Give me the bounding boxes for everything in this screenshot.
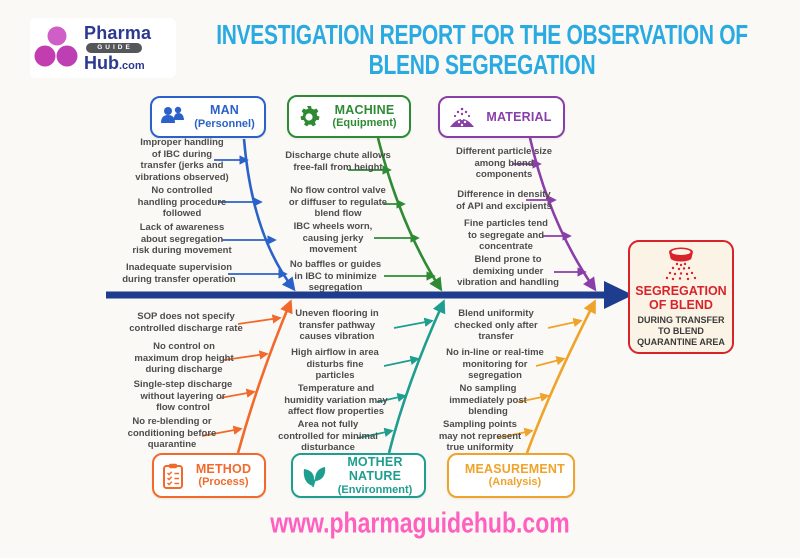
clipboard-icon	[163, 463, 183, 489]
category-name: MAN	[209, 103, 240, 118]
logo-guide-badge: GUIDE	[86, 43, 142, 53]
category-box-machine: MACHINE(Equipment)	[287, 95, 411, 138]
category-sub: (Personnel)	[194, 117, 255, 130]
method-branch-line	[236, 299, 293, 454]
effect-title: SEGREGATION OF BLEND	[635, 284, 727, 312]
category-box-method: METHOD(Process)	[152, 453, 266, 498]
cause-text: Inadequate supervision during transfer o…	[122, 262, 236, 285]
people-icon	[161, 106, 184, 123]
cause-text: Different particle size among blend comp…	[455, 146, 553, 180]
cause-text: Temperature and humidity variation may a…	[284, 383, 388, 417]
measurement-cause-arrows	[496, 317, 583, 439]
category-name: MACHINE	[334, 102, 395, 117]
cause-text: Single-step discharge without layering o…	[133, 379, 233, 413]
logo-pharma-text: Pharma	[84, 23, 152, 44]
category-sub: (Environment)	[337, 483, 413, 496]
cause-text: No baffles or guides in IBC to minimize …	[289, 259, 382, 293]
logo-hub-text: Hub.com	[84, 52, 145, 73]
category-name: MEASUREMENT	[464, 461, 565, 476]
effect-box-segregation: SEGREGATION OF BLEND DURING TRANSFER TO …	[628, 240, 734, 354]
cause-text: No in-line or real-time monitoring for s…	[446, 347, 544, 381]
cause-text: IBC wheels worn, causing jerky movement	[293, 221, 373, 255]
cause-text: High airflow in area disturbs fine parti…	[291, 347, 379, 381]
gauge-icon	[457, 475, 458, 476]
spine-arrow	[106, 281, 633, 309]
gear-icon	[300, 105, 320, 126]
cause-text: No control on maximum drop height during…	[134, 341, 234, 375]
cause-text: No sampling immediately post blending	[449, 383, 527, 417]
nature-cause-arrows	[357, 317, 434, 439]
page-title: INVESTIGATION REPORT FOR THE OBSERVATION…	[168, 20, 796, 81]
effect-subtitle: DURING TRANSFER TO BLEND QUARANTINE AREA	[637, 315, 725, 347]
measurement-branch-line	[525, 299, 596, 454]
category-name: MOTHER NATURE	[347, 454, 403, 484]
cause-text: No re-blending or conditioning before qu…	[127, 416, 217, 450]
machine-cause-arrows	[348, 165, 436, 281]
title-line-1: INVESTIGATION REPORT FOR THE OBSERVATION…	[216, 20, 748, 51]
leaf-icon	[303, 466, 326, 487]
cause-text: Area not fully controlled for minimal di…	[278, 419, 378, 453]
title-line-2: BLEND SEGREGATION	[368, 50, 596, 81]
category-box-nature: MOTHER NATURE(Environment)	[291, 453, 426, 498]
category-sub: (Analysis)	[488, 476, 542, 489]
cause-text: No controlled handling procedure followe…	[137, 185, 227, 219]
cause-text: Discharge chute allows free-fall from he…	[285, 150, 391, 173]
cause-text: No flow control valve or diffuser to reg…	[288, 185, 388, 219]
category-name: MATERIAL	[486, 109, 552, 124]
cause-text: Uneven flooring in transfer pathway caus…	[295, 308, 379, 342]
category-sub: (Process)	[198, 476, 249, 489]
logo-tld-text: .com	[119, 59, 145, 72]
blend-spill-icon	[665, 247, 697, 281]
material-cause-arrows	[512, 159, 587, 277]
cause-text: Sampling points may not represent true u…	[438, 419, 522, 453]
cause-text: Improper handling of IBC during transfer…	[135, 137, 229, 183]
category-sub: (Equipment)	[332, 117, 397, 130]
category-box-material: MATERIAL	[438, 96, 565, 138]
method-cause-arrows	[201, 314, 282, 437]
nature-branch-line	[387, 299, 446, 454]
cause-text: Lack of awareness about segregation risk…	[132, 222, 232, 256]
category-box-measurement: MEASUREMENT(Analysis)	[447, 453, 575, 498]
cause-text: Fine particles tend to segregate and con…	[464, 218, 548, 252]
pharmaguidehub-logo: Pharma GUIDE Hub.com	[30, 18, 176, 78]
footer-url: www.pharmaguidehub.com	[270, 506, 570, 539]
cause-text: SOP does not specify controlled discharg…	[129, 311, 243, 334]
man-cause-arrows	[214, 155, 288, 279]
particles-icon	[450, 107, 474, 127]
category-name: METHOD	[195, 461, 252, 476]
cause-text: Difference in density of API and excipie…	[456, 189, 552, 212]
logo-circles-icon	[34, 26, 78, 67]
cause-text: Blend uniformity checked only after tran…	[454, 308, 538, 342]
category-box-man: MAN(Personnel)	[150, 96, 266, 138]
cause-text: Blend prone to demixing under vibration …	[457, 254, 559, 288]
